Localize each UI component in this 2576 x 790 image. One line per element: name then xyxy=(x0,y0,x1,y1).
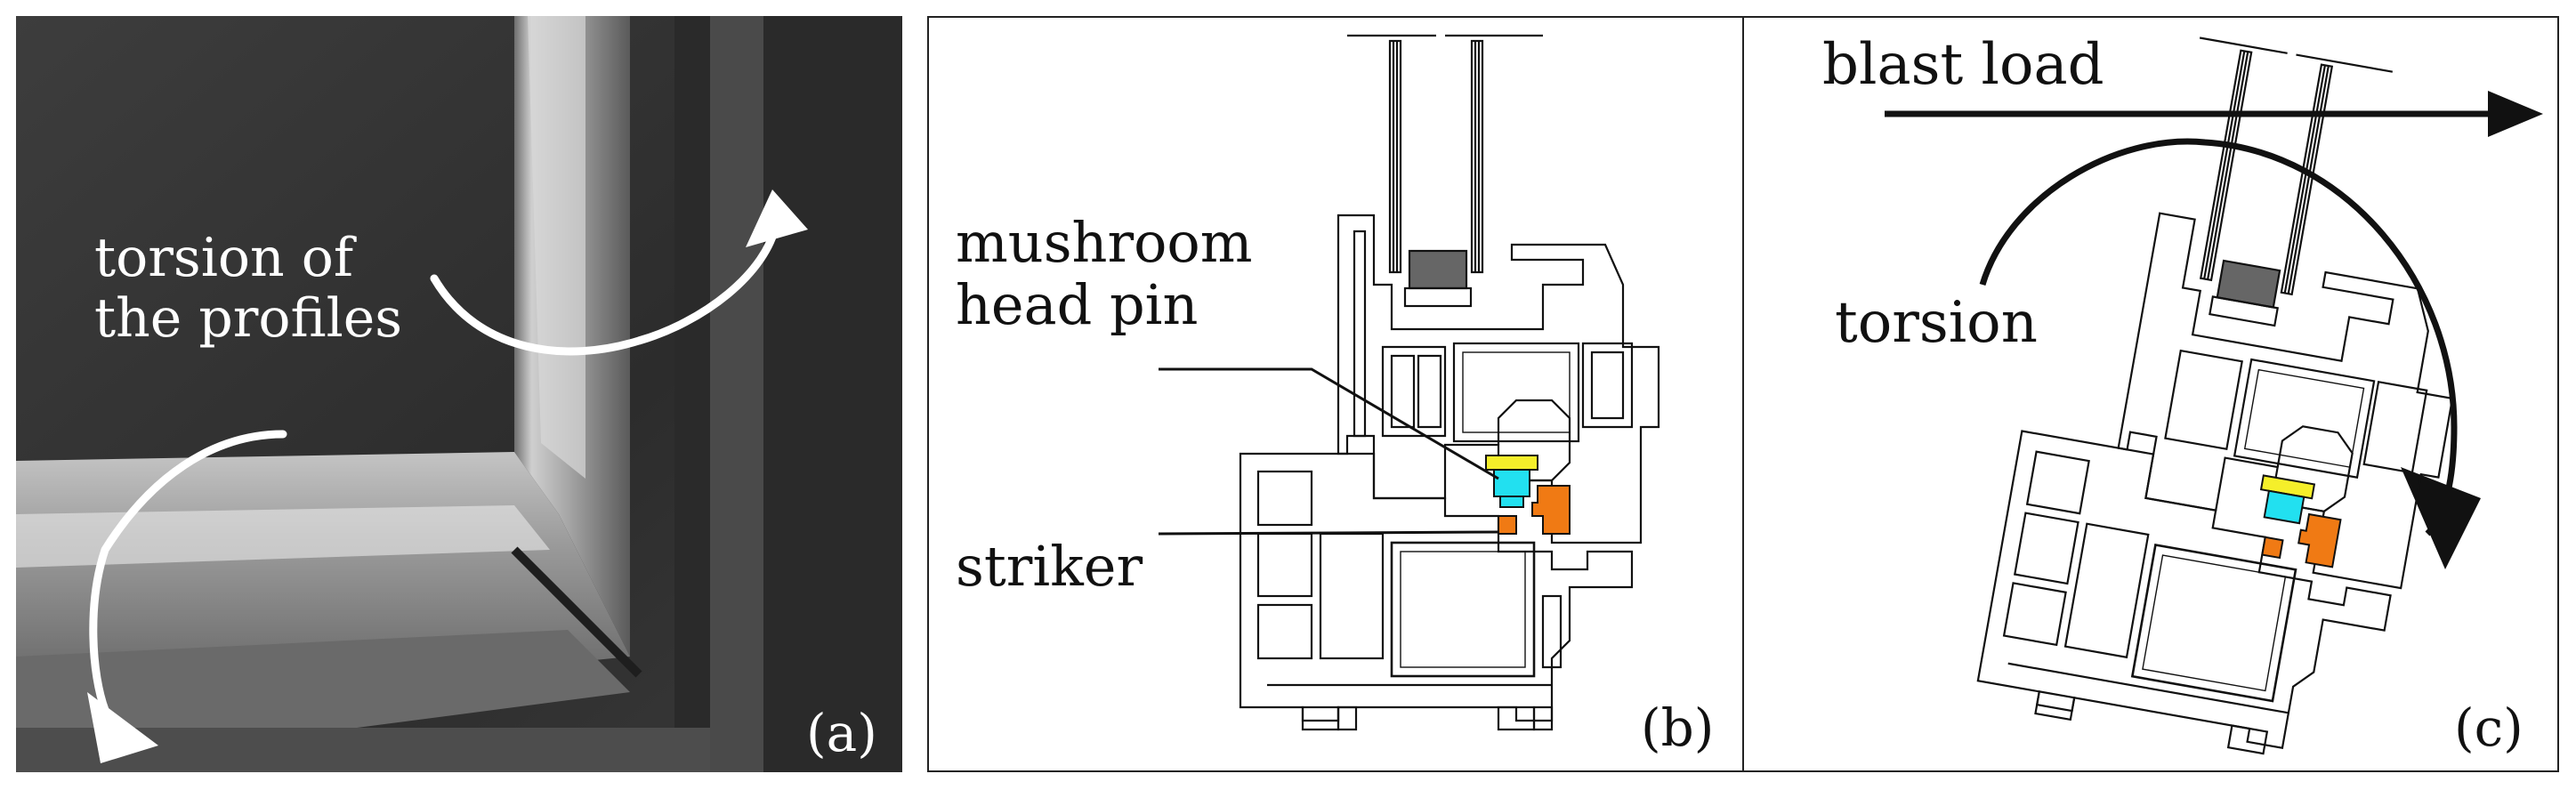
arrow-right-icon xyxy=(2488,91,2543,137)
photo-panel-a: torsion of the profiles (a) xyxy=(16,16,902,772)
label-pin-line-2: head pin xyxy=(956,272,1199,337)
section-panel-c: blast load torsion (c) xyxy=(1742,16,2559,772)
pin-head-yellow xyxy=(1485,455,1538,471)
annotation-torsion-profiles: torsion of the profiles xyxy=(94,228,402,349)
label-striker: striker xyxy=(956,534,1143,599)
label-blast-load: blast load xyxy=(1822,32,2104,98)
leader-striker xyxy=(1158,530,1499,536)
arrow-head-up-icon xyxy=(746,189,808,247)
pin-body-cyan xyxy=(1493,469,1530,497)
label-mushroom-head-pin: mushroom head pin xyxy=(956,212,1253,336)
torsion-arc xyxy=(1979,138,2458,536)
torsion-arrow-vertical xyxy=(430,216,781,356)
annotation-line-2: the profiles xyxy=(94,287,403,350)
rotated-section-drawing xyxy=(1885,36,2543,755)
leader-pin xyxy=(1159,367,1499,480)
striker-orange xyxy=(1531,485,1571,535)
section-panel-b: mushroom head pin striker (b) xyxy=(927,16,1744,772)
arrow-head-down-icon xyxy=(87,692,158,763)
arc-head-icon xyxy=(2401,467,2481,569)
annotation-line-1: torsion of xyxy=(94,227,354,289)
panel-tag-c: (c) xyxy=(2454,697,2524,758)
window-section-drawing xyxy=(1158,34,1660,731)
label-torsion: torsion xyxy=(1835,290,2038,356)
window-corner-photo xyxy=(16,16,902,772)
label-pin-line-1: mushroom xyxy=(956,210,1253,275)
panel-tag-b: (b) xyxy=(1641,697,1715,758)
panel-tag-a: (a) xyxy=(806,703,877,763)
torsion-arrow-horizontal xyxy=(89,430,287,714)
